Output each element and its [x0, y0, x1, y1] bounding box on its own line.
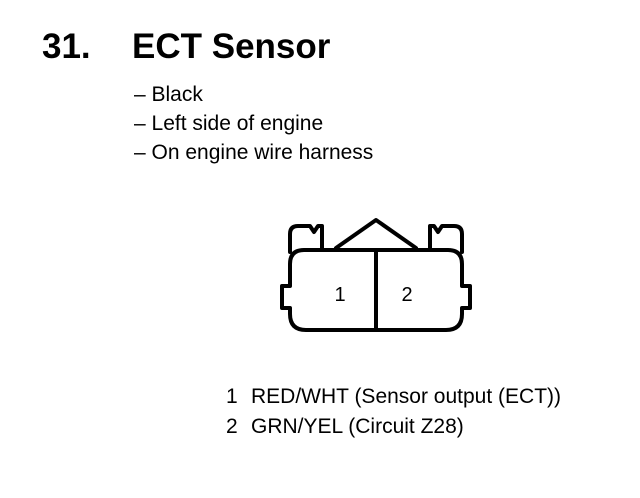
pin-legend: 1 RED/WHT (Sensor output (ECT)) 2 GRN/YEL …	[226, 382, 561, 442]
pin-description: GRN/YEL (Circuit Z28)	[251, 415, 464, 438]
page-title: ECT Sensor	[132, 27, 331, 66]
right-latch-tab	[428, 224, 464, 254]
description-line-location: – Left side of engine	[134, 112, 324, 135]
component-description: – Black – Left side of engine – On engin…	[134, 80, 373, 167]
pin-number: 2	[226, 415, 238, 438]
terminal-label-2: 2	[401, 284, 412, 306]
connector-diagram: 1 2	[280, 218, 472, 332]
description-line-color: – Black	[134, 83, 203, 106]
page-heading: 31. ECT Sensor	[42, 26, 330, 68]
pin-description: RED/WHT (Sensor output (ECT))	[251, 385, 562, 408]
terminal-label-1: 1	[334, 284, 345, 306]
pin-row: 1 RED/WHT (Sensor output (ECT))	[226, 382, 561, 412]
section-number: 31.	[42, 27, 91, 66]
description-line-harness: – On engine wire harness	[134, 141, 374, 164]
left-latch-tab	[288, 224, 324, 254]
pin-number: 1	[226, 385, 238, 408]
locking-ramp	[334, 218, 418, 250]
pin-row: 2 GRN/YEL (Circuit Z28)	[226, 412, 561, 442]
